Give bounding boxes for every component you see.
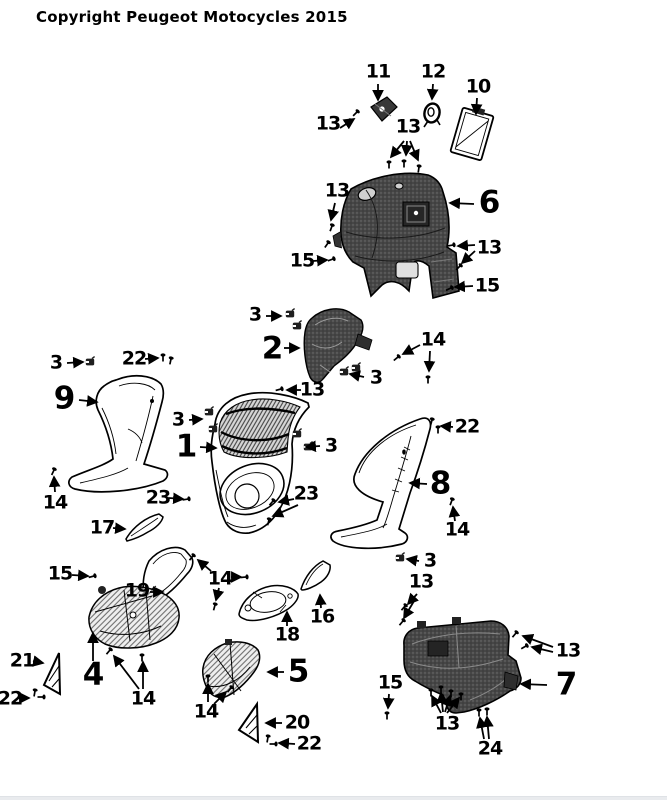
part-8-drawing (330, 417, 432, 550)
bottom-rule (0, 796, 667, 800)
part-6-drawing (332, 172, 460, 300)
leader-arrows (19, 83, 554, 750)
part-2-drawing (303, 308, 373, 383)
part-1-drawing (210, 391, 310, 535)
part-18-drawing (238, 584, 299, 622)
part-11-drawing (370, 96, 398, 122)
part-4-drawing (88, 585, 180, 649)
part-17-drawing (125, 513, 164, 542)
part-12-drawing (423, 102, 441, 128)
part-16-drawing (300, 560, 331, 591)
part-10-drawing (449, 106, 495, 161)
copyright-text: Copyright Peugeot Motocycles 2015 (36, 8, 348, 26)
part-9-drawing (68, 374, 169, 493)
part-20-drawing (237, 700, 260, 744)
part-7-drawing (403, 617, 522, 714)
part-21-drawing (42, 652, 62, 696)
